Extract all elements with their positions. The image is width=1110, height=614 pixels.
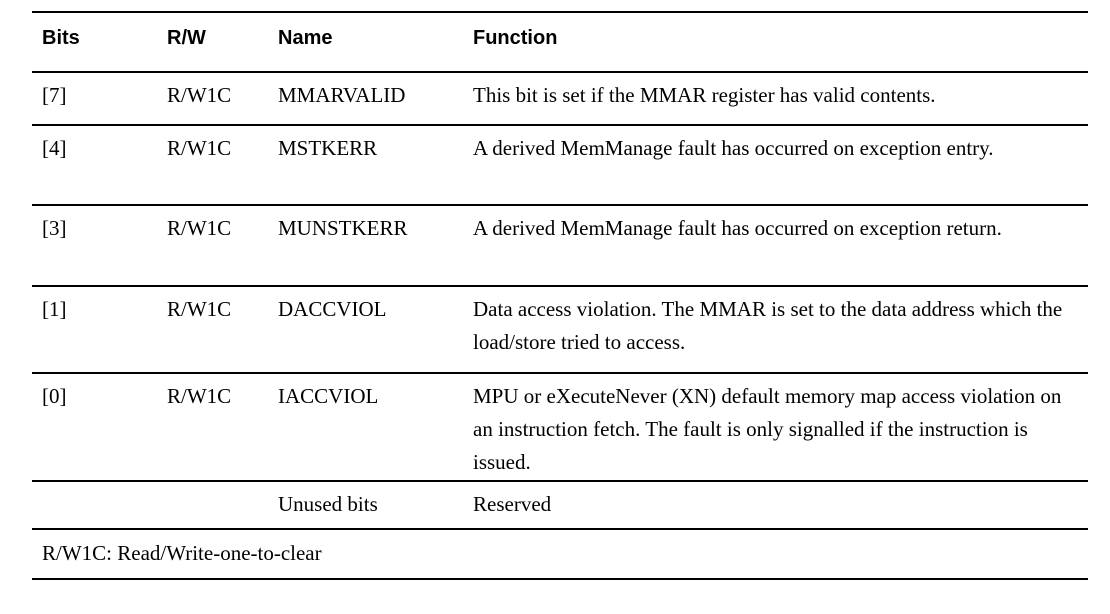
cell-bits: [0] — [42, 384, 67, 408]
column-header-bits: Bits — [42, 27, 80, 49]
cell-rw: R/W1C — [167, 136, 232, 160]
column-header-rw: R/W — [167, 27, 206, 49]
table-row: Unused bits Reserved — [32, 481, 1088, 529]
table-row: [7] R/W1C MMARVALID This bit is set if t… — [32, 72, 1088, 125]
cell-function-text: MPU or eXecuteNever (XN) default memory … — [473, 384, 1062, 474]
cell-rw: R/W1C — [167, 297, 232, 321]
cell-bits: [3] — [42, 216, 67, 240]
footnote-text: R/W1C: Read/Write-one-to-clear — [42, 541, 322, 565]
table-row: [3] R/W1C MUNSTKERR A derived MemManage … — [32, 205, 1088, 286]
cell-name: DACCVIOL — [278, 297, 387, 321]
table-row: [0] R/W1C IACCVIOL MPU or eXecuteNever (… — [32, 373, 1088, 481]
cell-function: Data access violation. The MMAR is set t… — [463, 286, 1088, 373]
cell-name: IACCVIOL — [278, 384, 379, 408]
cell-function-text: Reserved — [473, 492, 552, 516]
table-row: [1] R/W1C DACCVIOL Data access violation… — [32, 286, 1088, 373]
table-row: [4] R/W1C MSTKERR A derived MemManage fa… — [32, 125, 1088, 205]
cell-function-text: A derived MemManage fault has occurred o… — [473, 136, 994, 160]
cell-rw: R/W1C — [167, 216, 232, 240]
cell-function: MPU or eXecuteNever (XN) default memory … — [463, 373, 1088, 481]
cell-bits: [7] — [42, 83, 67, 107]
column-header-name: Name — [278, 27, 333, 49]
table-header-row: Bits R/W Name Function — [32, 12, 1088, 72]
cell-bits: [1] — [42, 297, 67, 321]
cell-name: MUNSTKERR — [278, 216, 408, 240]
cell-rw: R/W1C — [167, 83, 232, 107]
cell-rw — [157, 481, 268, 529]
cell-name: Unused bits — [278, 492, 378, 516]
cell-bits: [4] — [42, 136, 67, 160]
cell-name: MMARVALID — [278, 83, 406, 107]
cell-function-text: This bit is set if the MMAR register has… — [473, 83, 936, 107]
cell-bits — [32, 481, 157, 529]
cell-name: MSTKERR — [278, 136, 378, 160]
cell-function-text: Data access violation. The MMAR is set t… — [473, 297, 1063, 354]
cell-function: A derived MemManage fault has occurred o… — [463, 205, 1088, 286]
cell-rw: R/W1C — [167, 384, 232, 408]
cell-function: Reserved — [463, 481, 1088, 529]
column-header-function: Function — [473, 27, 558, 49]
cell-function: This bit is set if the MMAR register has… — [463, 72, 1088, 125]
table-footnote-row: R/W1C: Read/Write-one-to-clear — [32, 529, 1088, 579]
register-bits-table: Bits R/W Name Function [7] R/W1C MMARVAL… — [32, 11, 1088, 580]
cell-function: A derived MemManage fault has occurred o… — [463, 125, 1088, 205]
cell-function-text: A derived MemManage fault has occurred o… — [473, 216, 1002, 240]
